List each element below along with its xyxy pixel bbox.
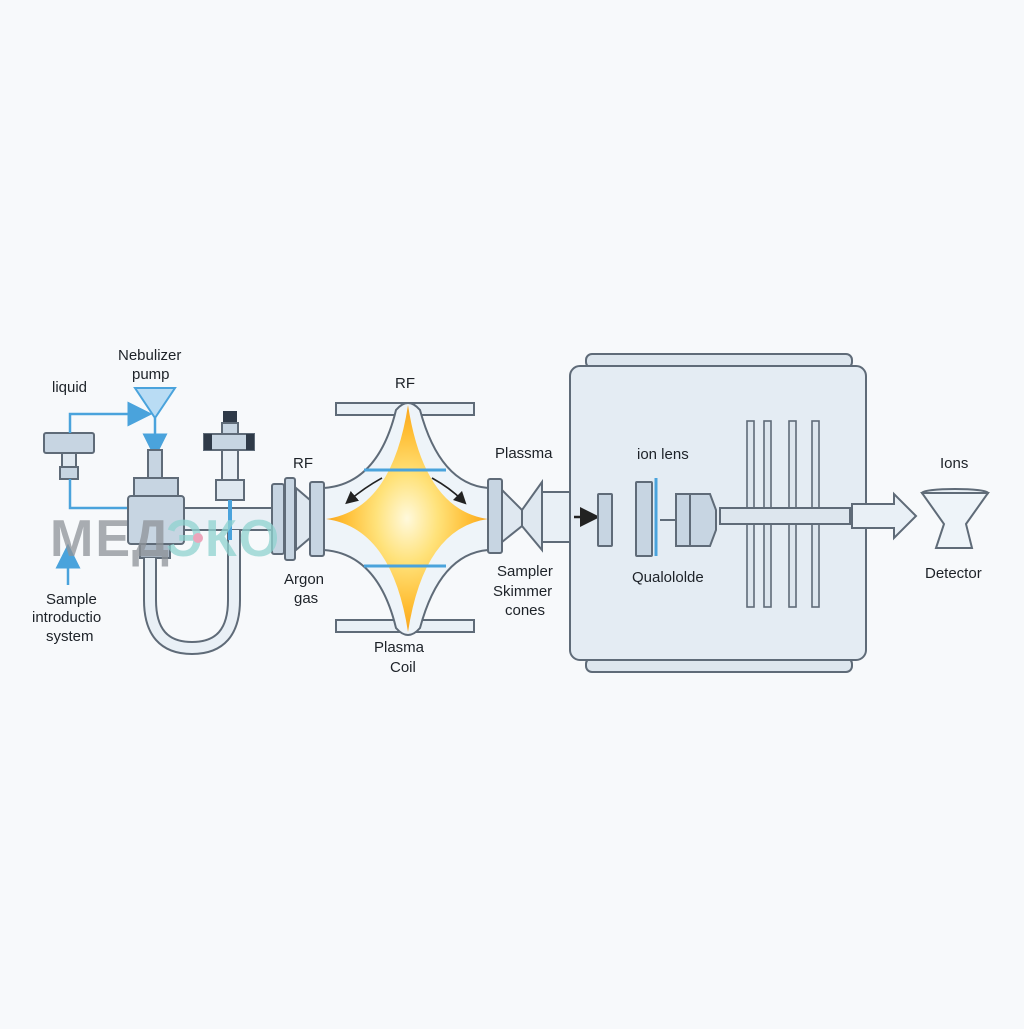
drain-loop-inner [145,530,239,654]
vacuum-chamber [569,353,867,673]
label-system: system [46,628,94,645]
label-plasma: Plassma [495,445,553,462]
label-introductio: introductio [32,609,101,626]
label-gas: gas [294,590,318,607]
ion-lens-plate-1 [597,493,613,547]
circulation-arrow-right-icon [431,477,467,505]
liquid-reservoir [43,432,95,454]
label-rf-top: RF [395,375,415,392]
detector-body [920,492,990,549]
label-pump: pump [132,366,170,383]
sample-introduction-system [43,387,285,656]
liquid-flow-line [68,401,153,433]
torch-assembly [271,477,325,561]
label-cones: cones [505,602,545,619]
output-arrow-icon [851,491,918,541]
label-liquid: liquid [52,379,87,396]
label-ion-lens: ion lens [637,446,689,463]
ion-lens-focus [689,493,717,547]
plasma-chamber [323,402,489,636]
label-rf-left: RF [293,455,313,472]
watermark-dot-icon [193,533,203,543]
reservoir-connector [61,452,77,468]
nebulizer-collar [133,477,179,497]
valve-body [215,479,245,501]
labels: liquid Nebulizer pump Sample introductio… [32,347,982,676]
valve-cap [223,411,237,423]
label-quadrupole: Qualololde [632,569,704,586]
liquid-feed-line [68,479,130,510]
torch-flange-2 [284,477,296,561]
sampler-plate [487,478,503,554]
label-skimmer: Skimmer [493,583,552,600]
sampler-cone [501,487,523,545]
ion-lens-plate-2 [635,481,653,557]
watermark-right: ЭКО [166,510,281,568]
nebulizer-pump-funnel-icon [133,387,177,420]
torch-cone-left [295,485,311,553]
valve-column [221,449,239,481]
label-detector: Detector [925,565,982,582]
interface-tube [541,491,573,543]
label-plasma-coil-1: Plasma [374,639,425,656]
label-argon: Argon [284,571,324,588]
ion-lens-plate-3 [675,493,691,547]
detector-funnel-icon [920,488,990,549]
watermark: МЕД ЭКО [50,510,281,568]
label-plasma-coil-2: Coil [390,659,416,676]
label-sampler: Sampler [497,563,553,580]
label-nebulizer: Nebulizer [118,347,181,364]
valve-handle-right [246,434,254,450]
nebulizer-inlet [147,449,163,479]
torch-flange-3 [309,481,325,557]
ion-beam-bar [719,507,851,525]
skimmer-cone [521,478,543,553]
valve-handle-left [204,434,212,450]
plasma-flame [326,405,488,632]
valve-stem [221,422,239,435]
label-sample: Sample [46,591,97,608]
label-ions: Ions [940,455,968,472]
circulation-arrow-left-icon [345,477,383,505]
watermark-left: МЕД [50,510,171,568]
sampler-skimmer-cones [487,478,573,554]
reservoir-fitting [59,466,79,480]
